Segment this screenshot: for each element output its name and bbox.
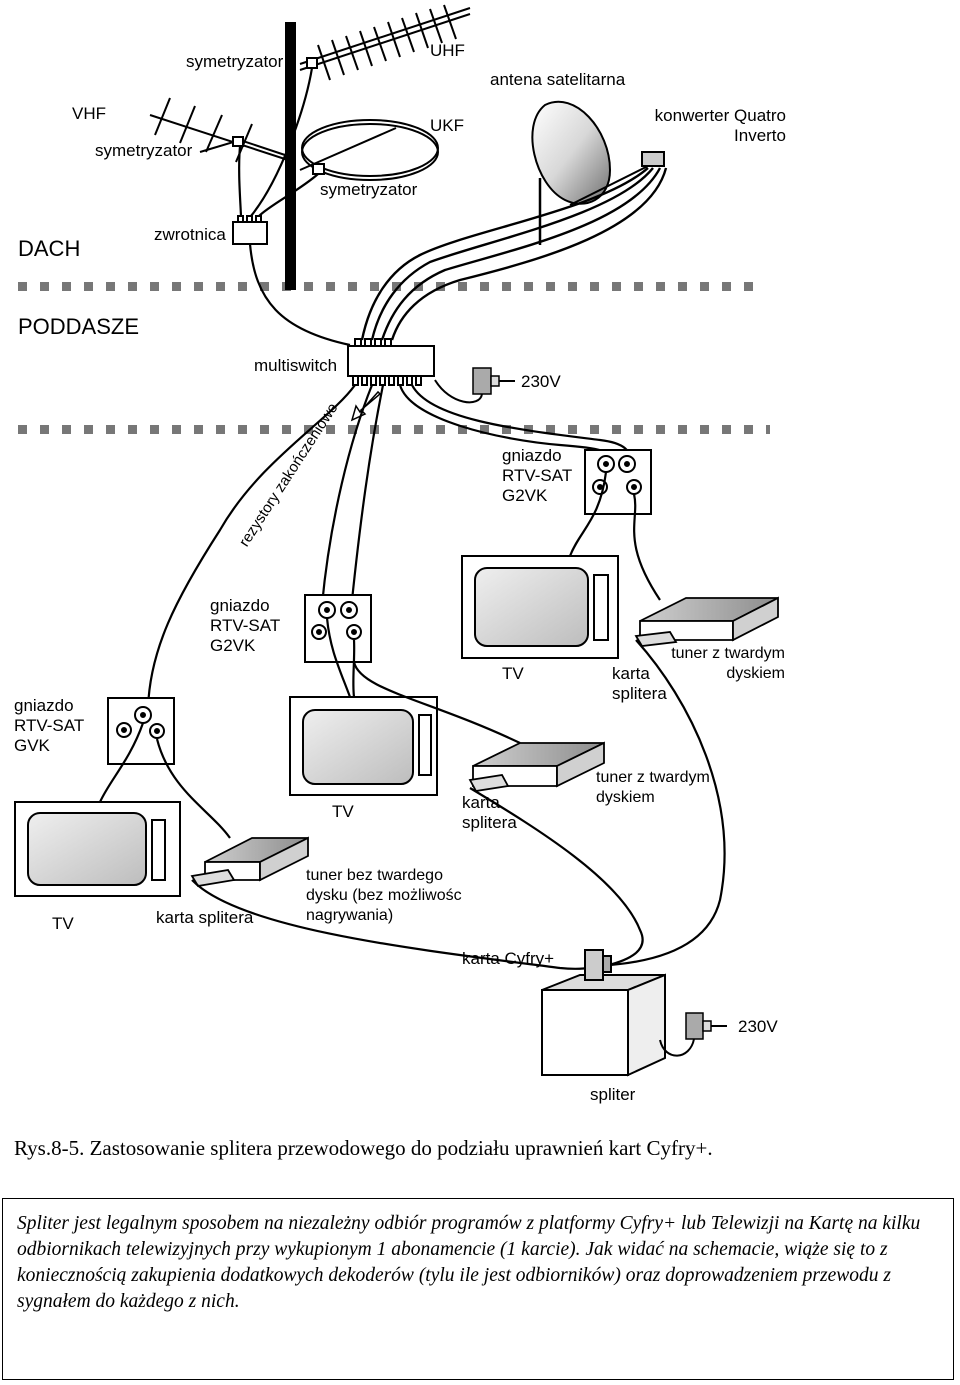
lnb-cables [360, 167, 668, 341]
tv-c [14, 801, 181, 897]
tv-c-label: TV [52, 914, 74, 933]
tv-b [289, 696, 438, 796]
uhf-label: UHF [430, 41, 465, 60]
ukf-antenna [299, 119, 439, 181]
attic-power-label: 230V [521, 372, 561, 391]
socket-b [304, 594, 372, 663]
multiswitch [347, 338, 435, 386]
zone-attic-label: PODDASZE [18, 314, 140, 339]
balun-label-vhf: symetryzator [95, 141, 193, 160]
socket-a-label: gniazdo RTV-SAT G2VK [502, 446, 573, 505]
tv-a [461, 555, 619, 659]
power-adapter-splitter [659, 1012, 727, 1057]
output-cables [146, 384, 631, 709]
tuner-b [468, 741, 605, 792]
attic-divider [18, 425, 770, 434]
satellite-dish [531, 100, 665, 245]
tuner-a [634, 596, 779, 647]
description-box: Spliter jest legalnym sposobem na niezal… [2, 1198, 954, 1380]
balun-label-ukf: symetryzator [320, 180, 418, 199]
tv-a-label: TV [502, 664, 524, 683]
ukf-label: UKF [430, 116, 464, 135]
socket-c [107, 697, 175, 765]
multiswitch-label: multiswitch [254, 356, 338, 375]
diplexer-label: zwrotnica [154, 225, 226, 244]
card-c-label: karta splitera [156, 908, 254, 927]
installation-diagram [14, 4, 779, 1077]
card-a-label: karta splitera [612, 664, 667, 703]
card-b-label: karta splitera [462, 793, 517, 832]
antenna-mast [285, 22, 296, 290]
power-adapter-attic [434, 367, 515, 404]
splitter-box [541, 949, 666, 1077]
vhf-antenna [149, 97, 289, 163]
figure-caption: Rys.8-5. Zastosowanie splitera przewodow… [14, 1136, 713, 1160]
tuner-b-label: tuner z twardym dyskiem [596, 769, 710, 806]
balun-label-top: symetryzator [186, 52, 284, 71]
socket-a [584, 449, 652, 515]
tuner-a-label: tuner z twardym dyskiem [671, 645, 785, 682]
zone-roof-label: DACH [18, 236, 81, 261]
description-text: Spliter jest legalnym sposobem na niezal… [17, 1213, 921, 1312]
socket-c-label: gniazdo RTV-SAT GVK [14, 696, 85, 755]
splitter-power-label: 230V [738, 1017, 778, 1036]
tuner-c [190, 836, 309, 887]
splitter-label: spliter [590, 1085, 636, 1104]
socket-b-label: gniazdo RTV-SAT G2VK [210, 596, 281, 655]
roof-divider [18, 282, 753, 291]
splitter-cables [191, 639, 726, 970]
uhf-antenna [299, 4, 471, 81]
lnb-label: konwerter Quatro Inverto [654, 106, 786, 145]
cyfra-card-label: karta Cyfry+ [462, 949, 555, 968]
vhf-label: VHF [72, 104, 106, 123]
tv-b-label: TV [332, 802, 354, 821]
satellite-dish-label: antena satelitarna [490, 70, 626, 89]
device-cables [98, 471, 661, 839]
roof-cables [238, 67, 351, 347]
diplexer [232, 215, 268, 245]
resistors-arrow [350, 390, 382, 422]
tuner-c-label: tuner bez twardego dysku (bez możliwośc … [306, 867, 462, 924]
